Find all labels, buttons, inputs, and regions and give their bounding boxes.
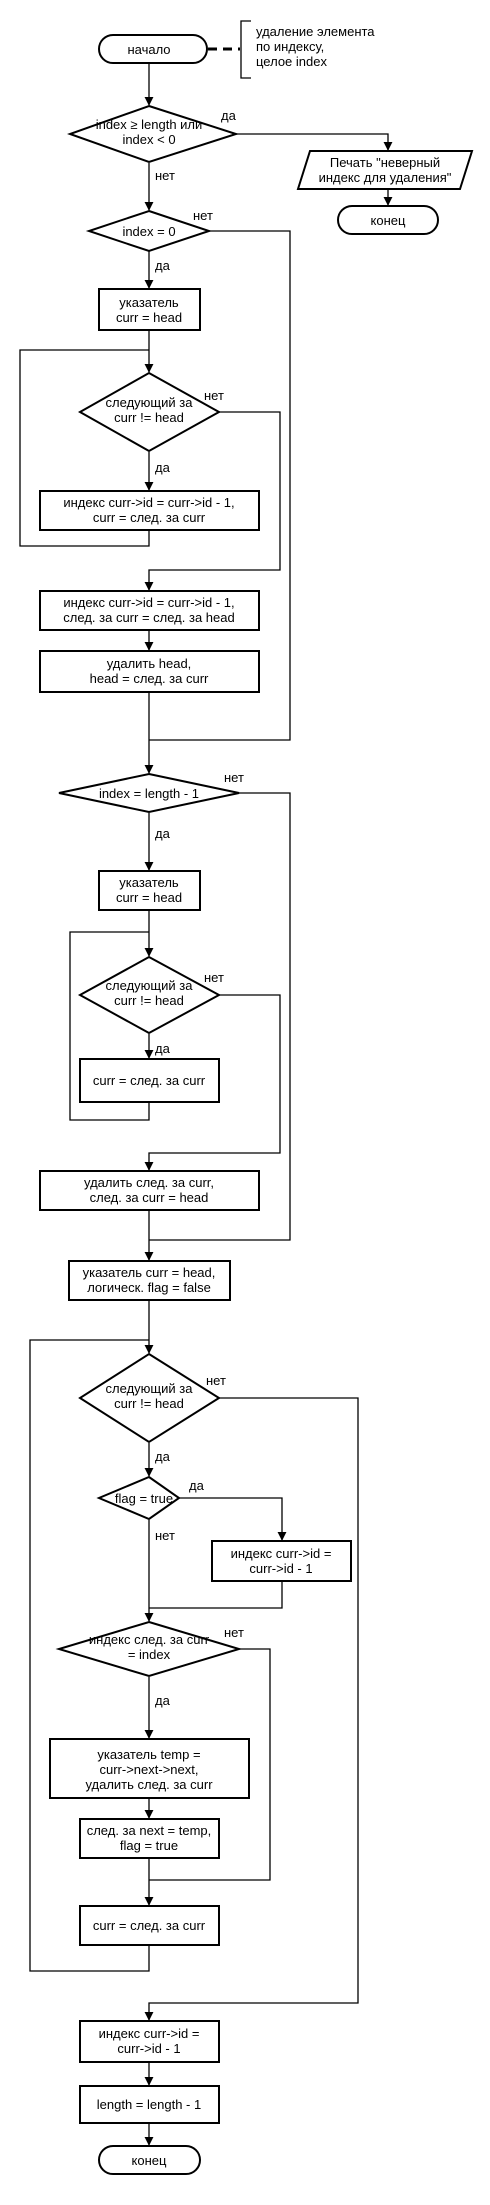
svg-text:curr = след. за curr: curr = след. за curr [93, 1073, 206, 1088]
process-pointer-head-1: указатель curr = head [98, 288, 201, 331]
svg-text:curr->id - 1: curr->id - 1 [117, 2041, 180, 2056]
svg-text:конец: конец [371, 213, 406, 228]
svg-text:индекс для удаления": индекс для удаления" [319, 170, 452, 185]
svg-text:индекс curr->id = curr->id - 1: индекс curr->id = curr->id - 1, [63, 495, 234, 510]
svg-text:curr->id - 1: curr->id - 1 [249, 1561, 312, 1576]
decision-flag-true: flag = true [96, 1475, 181, 1521]
svg-text:по индексу,: по индексу, [256, 39, 324, 54]
svg-text:curr != head: curr != head [114, 1396, 184, 1411]
svg-text:curr = head: curr = head [116, 890, 182, 905]
decision-next-not-head-2: следующий за curr != head [77, 955, 222, 1035]
svg-text:index = length - 1: index = length - 1 [99, 786, 199, 801]
svg-text:curr = след. за curr: curr = след. за curr [93, 1918, 206, 1933]
svg-text:следующий за: следующий за [106, 395, 194, 410]
process-pointer-head-2: указатель curr = head [98, 870, 201, 911]
svg-text:целое index: целое index [256, 54, 327, 69]
svg-text:удалить след. за curr: удалить след. за curr [85, 1777, 213, 1792]
svg-text:начало: начало [127, 42, 170, 57]
output-error-message: Печать "неверный индекс для удаления" [296, 150, 474, 190]
process-length-decrement: length = length - 1 [79, 2085, 220, 2124]
label-no-index: нет [224, 1625, 244, 1640]
decision-index-zero: index = 0 [85, 209, 213, 253]
svg-text:индекс curr->id =: индекс curr->id = [99, 2026, 200, 2041]
branch-labels: да нет нет да нет да нет да нет да нет д… [155, 108, 244, 1708]
svg-text:индекс curr->id = curr->id - 1: индекс curr->id = curr->id - 1, [63, 595, 234, 610]
process-temp-delete: указатель temp = curr->next->next, удали… [49, 1738, 250, 1799]
svg-text:логическ. flag = false: логическ. flag = false [87, 1280, 211, 1295]
svg-text:удалить след. за curr,: удалить след. за curr, [84, 1175, 214, 1190]
svg-text:curr = head: curr = head [116, 310, 182, 325]
svg-text:следующий за: следующий за [106, 978, 194, 993]
process-advance-2: curr = след. за curr [79, 1058, 220, 1103]
start-terminal: начало [98, 34, 208, 64]
svg-text:след. за curr = head: след. за curr = head [90, 1190, 209, 1205]
label-yes-zero: да [155, 258, 171, 273]
label-no-last: нет [224, 770, 244, 785]
decision-index-range: index ≥ length или index < 0 [67, 104, 240, 164]
connectors [19, 20, 393, 2146]
svg-text:index < 0: index < 0 [122, 132, 175, 147]
label-yes-flag: да [189, 1478, 205, 1493]
svg-text:указатель temp =: указатель temp = [97, 1747, 200, 1762]
svg-text:следующий за: следующий за [106, 1381, 194, 1396]
svg-text:конец: конец [132, 2153, 167, 2168]
svg-text:удаление элемента: удаление элемента [256, 24, 375, 39]
label-yes-next-3: да [155, 1449, 171, 1464]
process-advance-3: curr = след. за curr [79, 1905, 220, 1946]
label-yes-next-2: да [155, 1041, 171, 1056]
svg-text:head = след. за curr: head = след. за curr [90, 671, 209, 686]
decision-next-is-index: индекс след. за curr = index [55, 1620, 243, 1678]
svg-text:flag = true: flag = true [120, 1838, 178, 1853]
label-no-flag: нет [155, 1528, 175, 1543]
label-yes-next-1: да [155, 460, 171, 475]
svg-text:след. за next = temp,: след. за next = temp, [87, 1823, 212, 1838]
svg-text:curr != head: curr != head [114, 410, 184, 425]
process-decrement-loop-1: индекс curr->id = curr->id - 1, curr = с… [39, 490, 260, 531]
svg-text:Печать "неверный: Печать "неверный [330, 155, 440, 170]
svg-text:curr = след. за curr: curr = след. за curr [93, 510, 206, 525]
end-terminal-error: конец [337, 205, 439, 235]
svg-text:указатель: указатель [119, 295, 179, 310]
process-decrement-flag: индекс curr->id = curr->id - 1 [211, 1540, 352, 1582]
process-decrement-link-head: индекс curr->id = curr->id - 1, след. за… [39, 590, 260, 631]
label-yes-last: да [155, 826, 171, 841]
svg-text:индекс curr->id =: индекс curr->id = [231, 1546, 332, 1561]
svg-text:удалить head,: удалить head, [107, 656, 192, 671]
end-terminal: конец [98, 2145, 201, 2175]
decision-index-last: index = length - 1 [58, 772, 240, 814]
process-delete-head: удалить head, head = след. за curr [39, 650, 260, 693]
process-set-next: след. за next = temp, flag = true [79, 1818, 220, 1859]
svg-text:curr->next->next,: curr->next->next, [100, 1762, 199, 1777]
svg-text:length = length - 1: length = length - 1 [97, 2097, 201, 2112]
label-no-next-2: нет [204, 970, 224, 985]
process-delete-last: удалить след. за curr, след. за curr = h… [39, 1170, 260, 1211]
svg-text:индекс след. за curr: индекс след. за curr [89, 1632, 210, 1647]
label-no-next-3: нет [206, 1373, 226, 1388]
label-yes-index: да [155, 1693, 171, 1708]
svg-text:= index: = index [128, 1647, 171, 1662]
svg-text:указатель: указатель [119, 875, 179, 890]
comment-annotation: удаление элемента по индексу, целое inde… [256, 24, 375, 69]
svg-text:flag = true: flag = true [115, 1491, 173, 1506]
svg-text:curr != head: curr != head [114, 993, 184, 1008]
label-no-next-1: нет [204, 388, 224, 403]
svg-text:след. за curr = след. за head: след. за curr = след. за head [63, 610, 234, 625]
svg-text:указатель curr = head,: указатель curr = head, [83, 1265, 216, 1280]
decision-next-not-head-3: следующий за curr != head [78, 1352, 221, 1444]
label-no-range: нет [155, 168, 175, 183]
svg-text:index ≥ length или: index ≥ length или [96, 117, 203, 132]
process-pointer-flag: указатель curr = head, логическ. flag = … [68, 1260, 231, 1301]
label-no-zero: нет [193, 208, 213, 223]
label-yes-range: да [221, 108, 237, 123]
process-decrement-final: индекс curr->id = curr->id - 1 [79, 2020, 220, 2063]
svg-text:index = 0: index = 0 [122, 224, 175, 239]
decision-next-not-head-1: следующий за curr != head [77, 371, 222, 453]
